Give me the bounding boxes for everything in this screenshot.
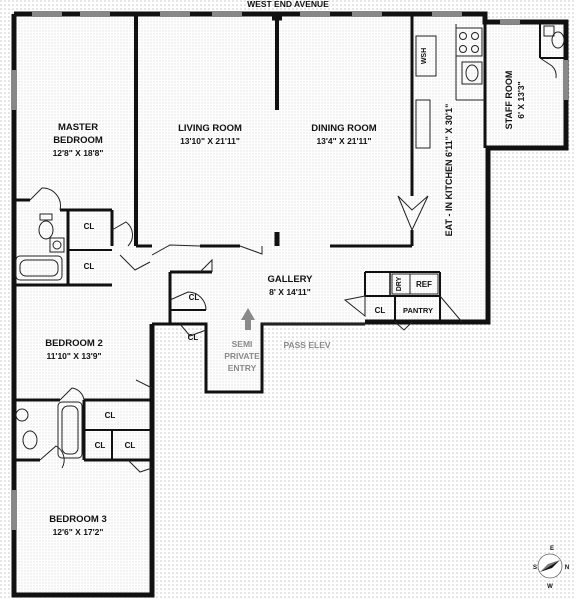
- gallery-label: GALLERY: [267, 274, 313, 285]
- master-bedroom-label-line2: BEDROOM: [53, 135, 103, 146]
- staff-room-label: STAFF ROOM: [504, 71, 514, 130]
- compass-icon: E S N W: [533, 546, 569, 590]
- compass-north-label: E: [550, 546, 554, 552]
- compass-south-label: W: [547, 584, 553, 590]
- master-bedroom-size: 12'8" X 18'8": [53, 148, 104, 158]
- fixtures: [15, 24, 565, 459]
- kitchen-sink-icon: [461, 61, 483, 85]
- staff-toilet-icon: [551, 31, 565, 49]
- bedroom2-size: 11'10" X 13'9": [46, 351, 101, 361]
- master-bedroom-label-line1: MASTER: [58, 122, 98, 133]
- pantry-label: PANTRY: [403, 306, 433, 315]
- closet-label: CL: [188, 333, 199, 342]
- bedroom2-label: BEDROOM 2: [45, 338, 103, 349]
- closet-label: CL: [375, 306, 386, 315]
- washer-label: WSH: [421, 48, 428, 64]
- closet-label: CL: [189, 293, 200, 302]
- dryer-label: DRY: [396, 276, 403, 291]
- kitchen-label: EAT - IN KITCHEN 6'11" X 30'1": [444, 104, 454, 237]
- entry-label-line2: PRIVATE: [224, 351, 260, 361]
- refrigerator-icon: [409, 273, 439, 295]
- elevator-label: PASS ELEV: [283, 340, 330, 350]
- entry-arrow-icon: [241, 308, 255, 330]
- door-swings: [29, 57, 557, 473]
- entry-label-line3: ENTRY: [228, 363, 257, 373]
- closet-label: CL: [125, 441, 136, 450]
- compass-west-label: N: [565, 565, 569, 571]
- closet-label: CL: [95, 441, 106, 450]
- interior-walls: [14, 14, 566, 462]
- bedroom3-label: BEDROOM 3: [49, 514, 107, 525]
- toilet-icon: [38, 220, 54, 240]
- closet-label: CL: [105, 411, 116, 420]
- bedroom3-size: 12'6" X 17'2": [53, 527, 104, 537]
- washer-icon: [415, 35, 437, 77]
- gallery-size: 8' X 14'11": [269, 287, 311, 297]
- dining-room-label: DINING ROOM: [311, 123, 377, 134]
- sink-2-icon: [15, 408, 29, 422]
- living-room-label: LIVING ROOM: [178, 123, 242, 134]
- bathtub-2-icon: [57, 401, 83, 459]
- entry-label-line1: SEMI: [232, 339, 253, 349]
- closet-label: CL: [84, 222, 95, 231]
- dining-room-size: 13'4" X 21'11": [316, 136, 371, 146]
- living-room-size: 13'10" X 21'11": [180, 136, 240, 146]
- sink-icon: [49, 237, 65, 253]
- bathtub-icon: [15, 255, 63, 281]
- staff-room-size: 6' X 13'3": [516, 81, 526, 118]
- closet-label: CL: [84, 262, 95, 271]
- compass-east-label: S: [533, 565, 537, 571]
- refrigerator-label: REF: [416, 280, 432, 289]
- toilet-2-icon: [22, 430, 38, 450]
- street-label: WEST END AVENUE: [247, 0, 329, 9]
